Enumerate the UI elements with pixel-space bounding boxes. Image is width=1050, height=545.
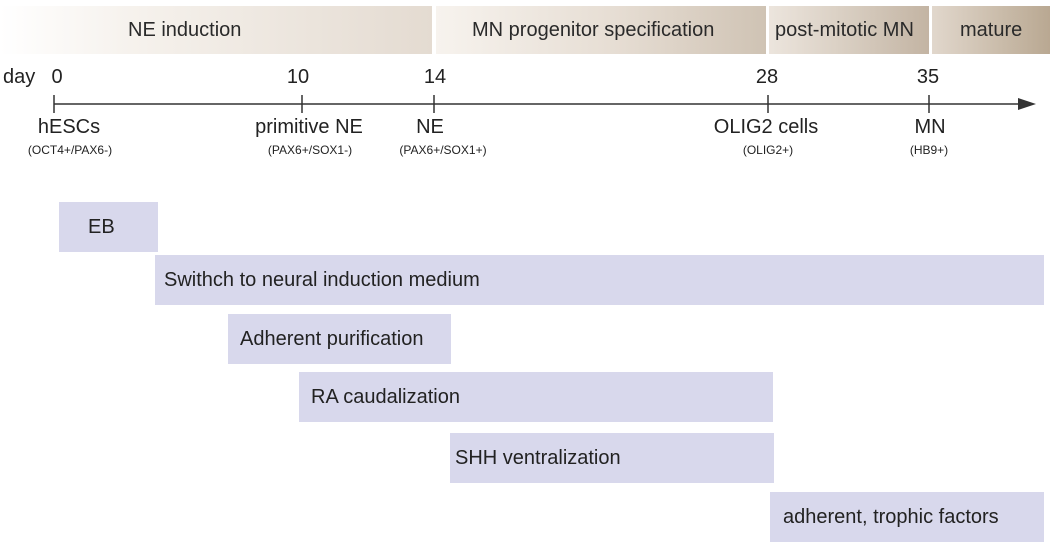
- stage-label: NE induction: [128, 18, 242, 41]
- cell-type-olig2-cells: OLIG2 cells: [713, 116, 819, 138]
- cell-type-hescs: hESCs: [37, 116, 101, 138]
- day-label-0: 0: [51, 66, 63, 88]
- step-label: Swithch to neural induction medium: [164, 268, 480, 291]
- stage-mn-progenitor-specification: MN progenitor specification: [436, 6, 766, 54]
- axis-arrowhead: [1018, 98, 1036, 110]
- step-label: EB: [88, 215, 115, 238]
- marker-olig2-cells: (OLIG2+): [742, 143, 794, 157]
- stage-label: mature: [960, 18, 1023, 41]
- marker-ne: (PAX6+/SOX1+): [399, 143, 487, 157]
- step-ra-caudalization: RA caudalization: [299, 372, 773, 422]
- day-label-28: 28: [755, 66, 779, 88]
- marker-hescs: (OCT4+/PAX6-): [27, 143, 113, 157]
- cell-type-mn: MN: [914, 116, 946, 138]
- step-adherent-purification: Adherent purification: [228, 314, 451, 364]
- step-eb: EB: [59, 202, 158, 252]
- timeline-axis: [53, 95, 1036, 113]
- step-neural-induction-medium: Swithch to neural induction medium: [155, 255, 1044, 305]
- stage-post-mitotic-mn: post-mitotic MN: [769, 6, 929, 54]
- step-shh-ventralization: SHH ventralization: [450, 433, 774, 483]
- step-adherent-trophic-factors: adherent, trophic factors: [770, 492, 1044, 542]
- cell-type-ne: NE: [416, 116, 444, 138]
- stage-label: MN progenitor specification: [472, 18, 715, 41]
- stage-label: post-mitotic MN: [775, 18, 914, 41]
- stage-ne-induction: NE induction: [0, 6, 432, 54]
- step-label: SHH ventralization: [455, 446, 621, 469]
- step-label: Adherent purification: [240, 327, 424, 350]
- step-label: RA caudalization: [311, 385, 460, 408]
- day-label-10: 10: [286, 66, 310, 88]
- axis-unit-label: day: [3, 66, 36, 88]
- marker-primitive-ne: (PAX6+/SOX1-): [267, 143, 353, 157]
- marker-mn: (HB9+): [909, 143, 949, 157]
- day-label-35: 35: [916, 66, 940, 88]
- day-label-14: 14: [423, 66, 447, 88]
- stage-mature: mature: [932, 6, 1050, 54]
- step-label: adherent, trophic factors: [783, 505, 999, 528]
- cell-type-primitive-ne: primitive NE: [255, 116, 363, 138]
